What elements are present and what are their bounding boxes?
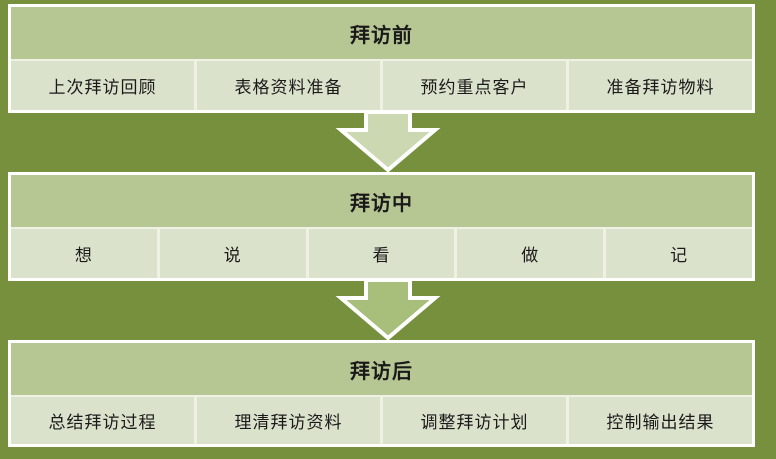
down-arrow-icon [335,278,441,341]
item-cell: 上次拜访回顾 [11,61,194,110]
item-cell: 控制输出结果 [569,397,752,444]
item-cell: 说 [159,229,306,278]
item-cell: 总结拜访过程 [11,397,194,444]
section-before-title: 拜访前 [350,24,413,47]
item-cell: 预约重点客户 [383,61,566,110]
item-cell: 记 [606,229,752,278]
section-after-visit: 拜访后 总结拜访过程 理清拜访资料 调整拜访计划 控制输出结果 [8,340,755,447]
header-row-divider [11,59,752,61]
section-during-items-row: 想 说 看 做 记 [11,229,752,278]
item-cell: 准备拜访物料 [569,61,752,110]
item-cell: 想 [11,229,157,278]
item-cell: 理清拜访资料 [197,397,380,444]
section-during-title: 拜访中 [350,192,413,215]
down-arrow-shape [335,278,441,341]
item-cell: 表格资料准备 [197,61,380,110]
section-before-header: 拜访前 [11,7,752,59]
section-after-header: 拜访后 [11,343,752,395]
section-before-visit: 拜访前 上次拜访回顾 表格资料准备 预约重点客户 准备拜访物料 [8,4,755,113]
item-cell: 做 [457,229,604,278]
item-cell: 调整拜访计划 [383,397,566,444]
header-row-divider [11,227,752,229]
section-during-visit: 拜访中 想 说 看 做 记 [8,172,755,281]
header-row-divider [11,395,752,397]
down-arrow-shape [335,110,441,173]
section-before-items-row: 上次拜访回顾 表格资料准备 预约重点客户 准备拜访物料 [11,61,752,110]
item-cell: 看 [308,229,455,278]
section-after-items-row: 总结拜访过程 理清拜访资料 调整拜访计划 控制输出结果 [11,397,752,444]
section-during-header: 拜访中 [11,175,752,227]
section-after-title: 拜访后 [350,360,413,383]
down-arrow-icon [335,110,441,173]
